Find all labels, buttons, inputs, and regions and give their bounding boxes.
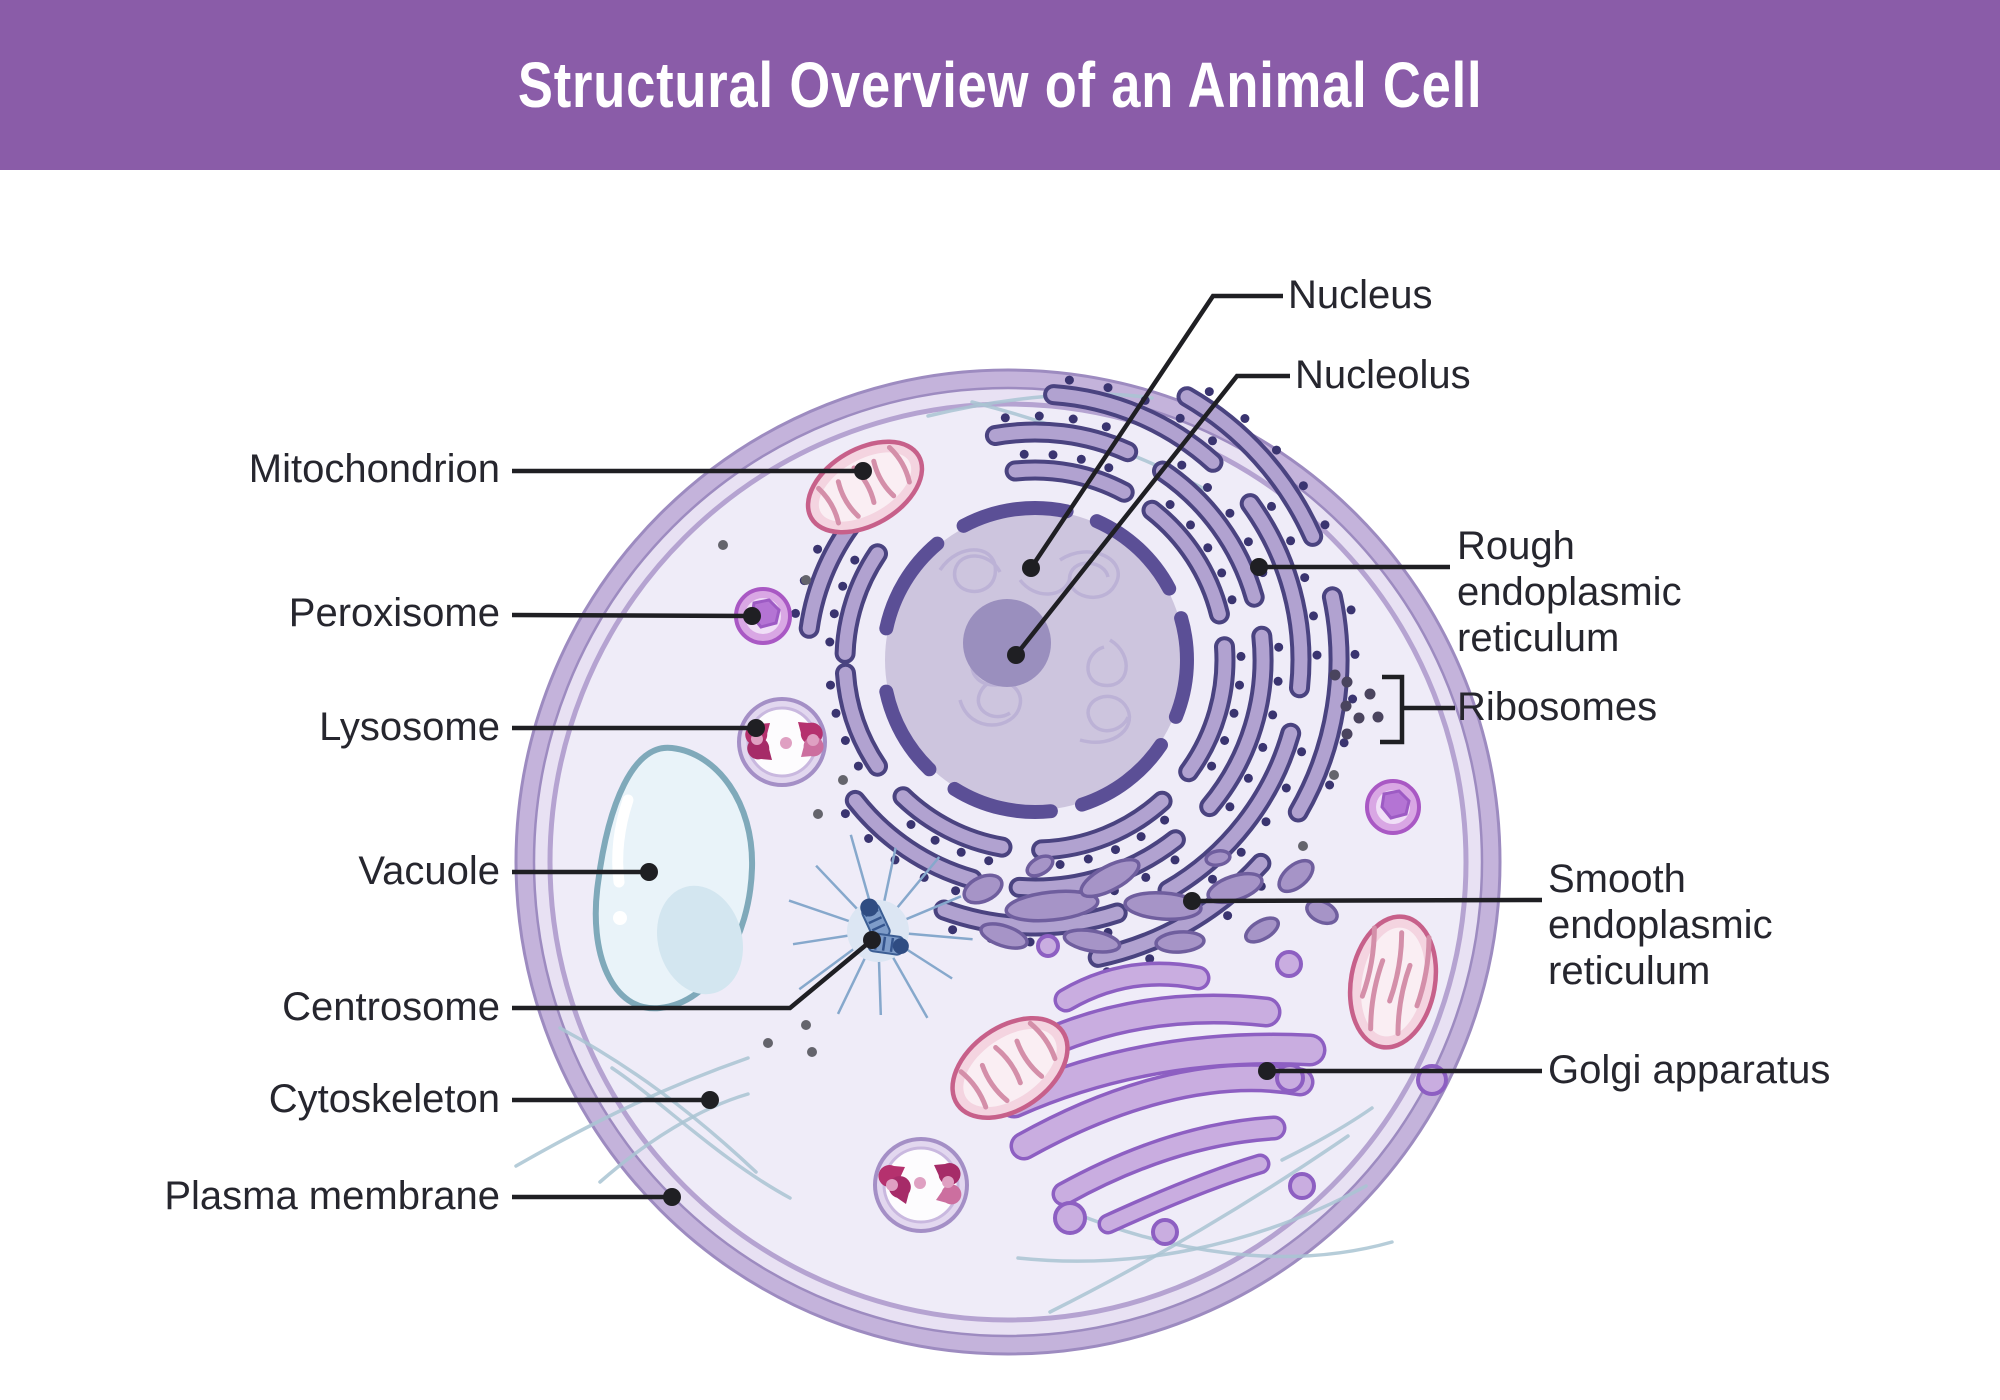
leader-dot-mitochondrion [854,462,872,480]
smooth-er-graphic [962,849,1339,954]
leader-dot-nucleolus [1007,646,1025,664]
label-plasma-membrane: Plasma membrane [164,1174,500,1218]
centrosome-graphic [788,834,973,1019]
label-leader-lines [511,293,1543,1206]
nucleolus-graphic [963,599,1051,687]
label-golgi-apparatus: Golgi apparatus [1548,1048,1831,1092]
leader-dot-plasma-membrane [663,1188,681,1206]
title-banner: Structural Overview of an Animal Cell [0,0,2000,170]
leader-centrosome [512,938,874,1011]
mitochondria-graphic [805,439,1439,1121]
lysosomes-graphic [737,697,969,1233]
label-vacuole: Vacuole [358,849,500,893]
leader-dot-centrosome [863,931,881,949]
vacuole-graphic [592,744,756,1012]
leader-nucleus [1029,293,1283,570]
leader-dot-peroxisome [743,607,761,625]
label-centrosome: Centrosome [282,985,500,1029]
leader-smooth-endoplasmic-reticulum [1191,897,1543,904]
label-smooth-endoplasmic-reticulum: Smooth endoplasmic reticulum [1548,857,1773,993]
label-nucleus: Nucleus [1288,273,1433,317]
leader-nucleolus [1014,373,1290,657]
leader-dot-lysosome [747,719,765,737]
label-mitochondrion: Mitochondrion [248,447,500,491]
label-rough-endoplasmic-reticulum: Rough endoplasmic reticulum [1457,524,1682,660]
label-ribosomes: Ribosomes [1457,685,1658,729]
label-lysosome: Lysosome [319,705,500,749]
leader-dot-rough-endoplasmic-reticulum [1250,558,1268,576]
label-cytoskeleton: Cytoskeleton [268,1077,500,1121]
label-nucleolus: Nucleolus [1295,353,1471,397]
leader-dot-vacuole [640,863,658,881]
endoplasmic-reticulum-graphic [791,375,1360,977]
leader-dot-cytoskeleton [701,1091,719,1109]
page-title: Structural Overview of an Animal Cell [517,49,1483,121]
leader-peroxisome [511,612,753,619]
leader-dot-smooth-endoplasmic-reticulum [1183,892,1201,910]
free-ribosome-dots [718,540,1384,1057]
nucleus-graphic [885,510,1185,810]
leader-dot-nucleus [1022,559,1040,577]
ribosomes-bracket [1380,674,1405,745]
leader-dot-golgi-apparatus [1258,1062,1276,1080]
label-peroxisome: Peroxisome [288,591,500,635]
